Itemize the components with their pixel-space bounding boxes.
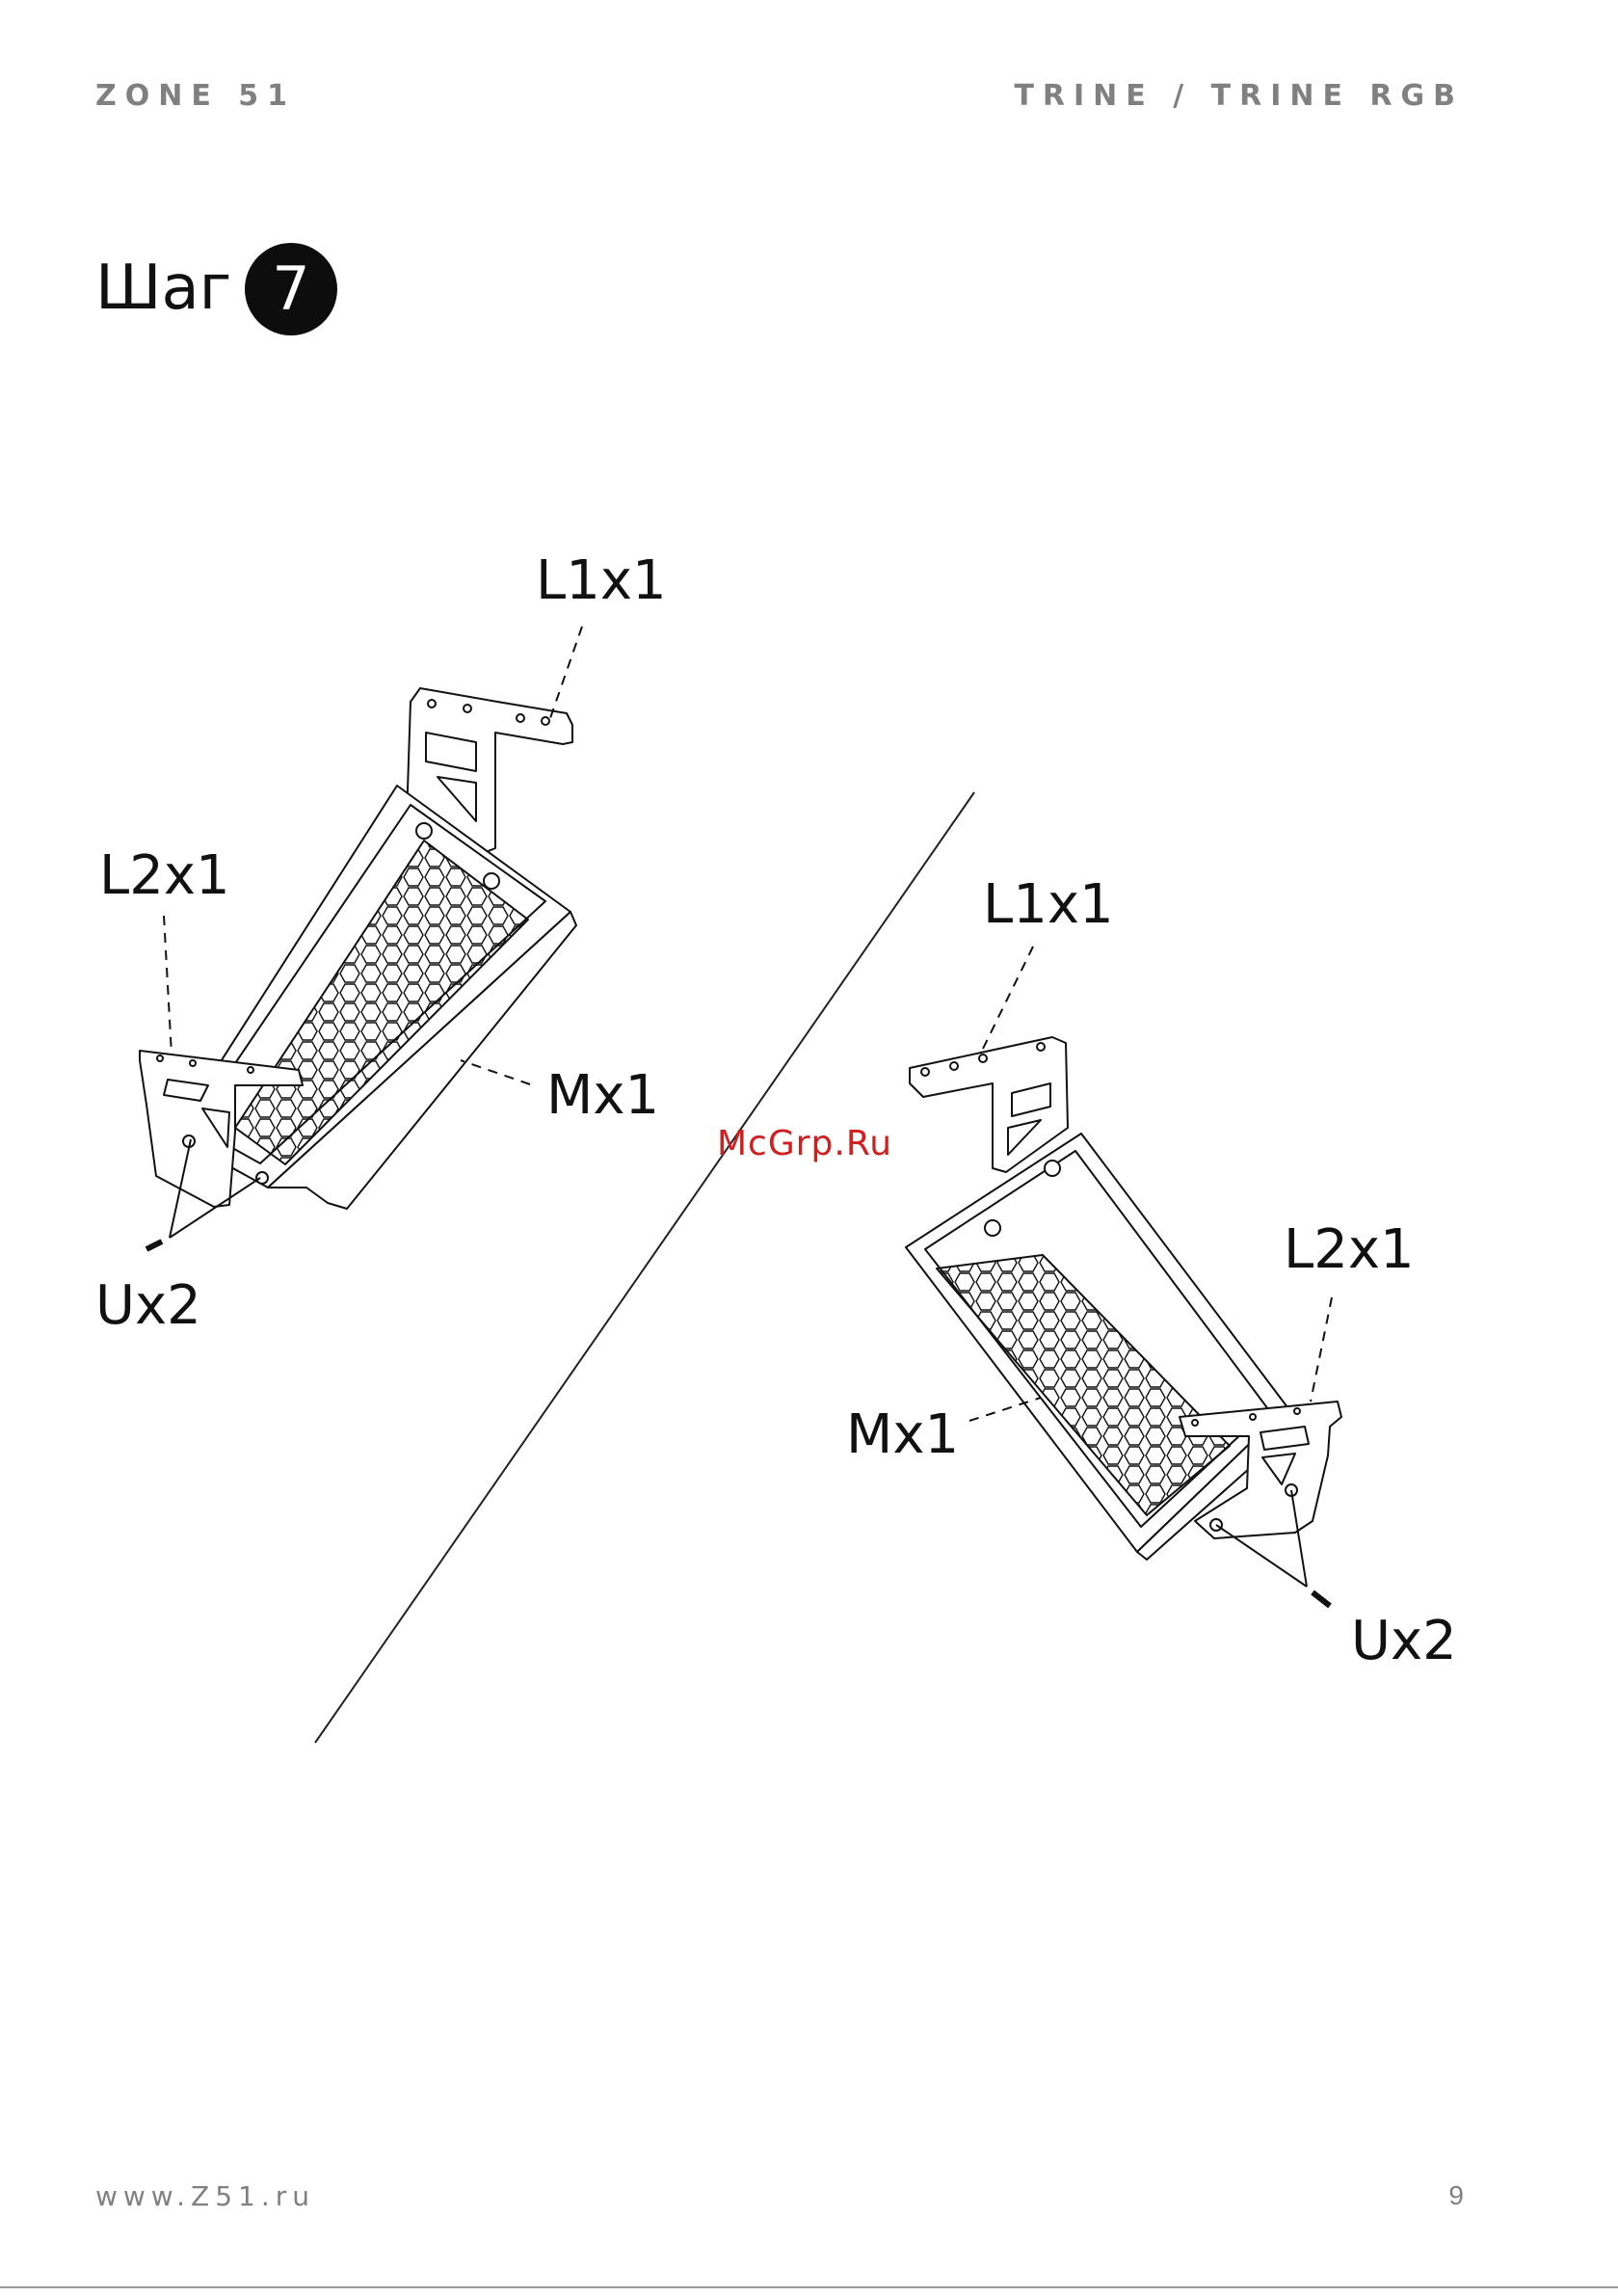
right-label-u: Ux2 [1351,1610,1457,1672]
watermark-text: McGrp.Ru [717,1124,892,1163]
left-assembly [140,688,576,1249]
right-screw-u [1313,1592,1330,1606]
left-label-u: Ux2 [95,1274,201,1337]
footer-url[interactable]: www.Z51.ru [95,2180,315,2212]
left-label-l1: L1x1 [536,549,667,612]
right-assembly [906,1037,1341,1606]
right-label-l1: L1x1 [983,873,1114,936]
right-label-m: Mx1 [846,1403,959,1466]
bottom-divider [0,2286,1618,2288]
page-number: 9 [1448,2180,1464,2211]
right-bracket-l1 [910,1037,1068,1172]
left-label-l2: L2x1 [99,844,230,907]
left-screw-u [146,1241,162,1249]
left-label-m: Mx1 [546,1064,659,1127]
right-label-l2: L2x1 [1284,1218,1415,1281]
